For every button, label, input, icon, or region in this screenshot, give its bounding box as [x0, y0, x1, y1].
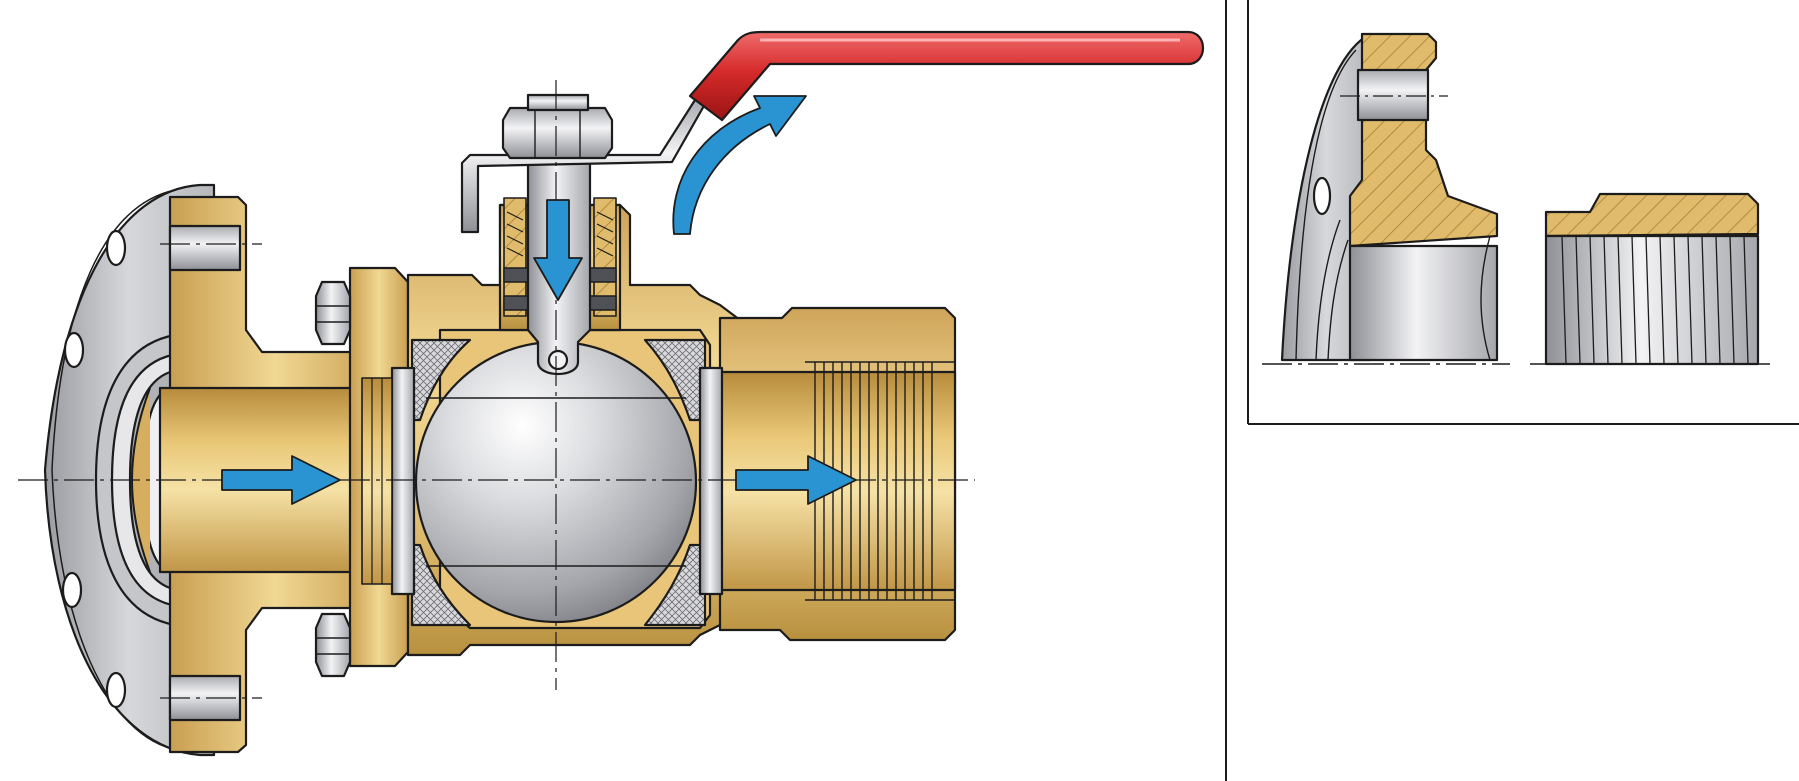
seat-ring	[698, 366, 724, 596]
body-bolt-nut	[314, 280, 352, 346]
stem-nut	[501, 93, 614, 160]
flange-bolt-hole	[105, 229, 127, 267]
flange-section	[1348, 32, 1499, 248]
threaded-end-detail	[1530, 192, 1770, 366]
flow-arrow-icon	[221, 455, 341, 505]
flow-arrow-icon	[735, 455, 857, 505]
rotation-arrow-icon	[672, 95, 807, 235]
seat-ring	[390, 366, 416, 596]
flange-end-detail	[1262, 32, 1510, 365]
flange-bolt-hole-section	[1356, 68, 1430, 122]
flange-bolt-hole	[63, 331, 85, 369]
stem-arrow-icon	[533, 199, 583, 301]
thread-lines	[1561, 235, 1749, 365]
ball-valve-section	[43, 30, 1204, 757]
ball-seat	[410, 543, 472, 627]
body-bolt-nut	[314, 612, 352, 678]
flange-bolt	[168, 224, 242, 272]
handle-bracket	[460, 98, 707, 234]
flange-bolt-hole	[61, 571, 83, 609]
lever-handle	[688, 30, 1204, 122]
thread-section	[1544, 192, 1760, 238]
flow-arrows	[221, 95, 857, 505]
ball-seat	[410, 338, 472, 422]
ball-seat	[643, 338, 707, 422]
ball-seat	[643, 543, 707, 627]
flange-bolt-hole	[105, 671, 127, 709]
